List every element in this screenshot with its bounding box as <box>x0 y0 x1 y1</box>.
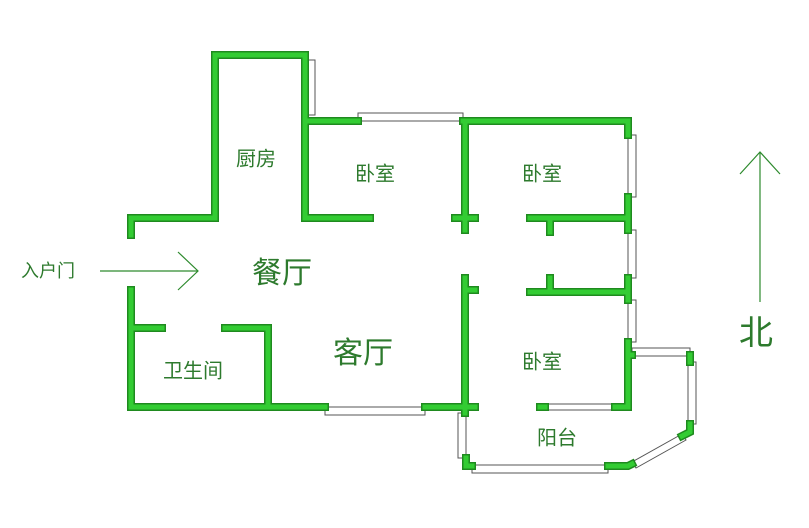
wall-segment <box>605 460 636 469</box>
wall-segment <box>212 52 308 221</box>
room-label-balcony: 阳台 <box>537 425 577 450</box>
room-label-living: 客厅 <box>333 336 393 371</box>
room-label-bathroom: 卫生间 <box>163 358 223 383</box>
north-label: 北 <box>739 313 773 354</box>
wall-segment <box>460 118 631 138</box>
wall-segment <box>221 324 272 411</box>
room-label-bedroom-2: 卧室 <box>522 161 562 186</box>
wall-segment <box>127 286 329 411</box>
wall-segment <box>463 455 475 469</box>
north-arrow-icon <box>739 151 781 302</box>
walls <box>127 51 694 470</box>
entrance-label: 入户门 <box>21 261 75 282</box>
wall-segment <box>612 339 631 410</box>
wall-segment <box>211 51 309 222</box>
wall-segment <box>678 421 693 440</box>
entrance-arrow <box>100 251 199 291</box>
room-label-kitchen: 厨房 <box>236 146 276 171</box>
wall-segment <box>222 325 271 410</box>
wall-segment <box>128 287 328 410</box>
room-label-bedroom-3: 卧室 <box>522 349 562 374</box>
room-label-bedroom-1: 卧室 <box>355 161 395 186</box>
room-label-dining: 餐厅 <box>252 256 312 291</box>
